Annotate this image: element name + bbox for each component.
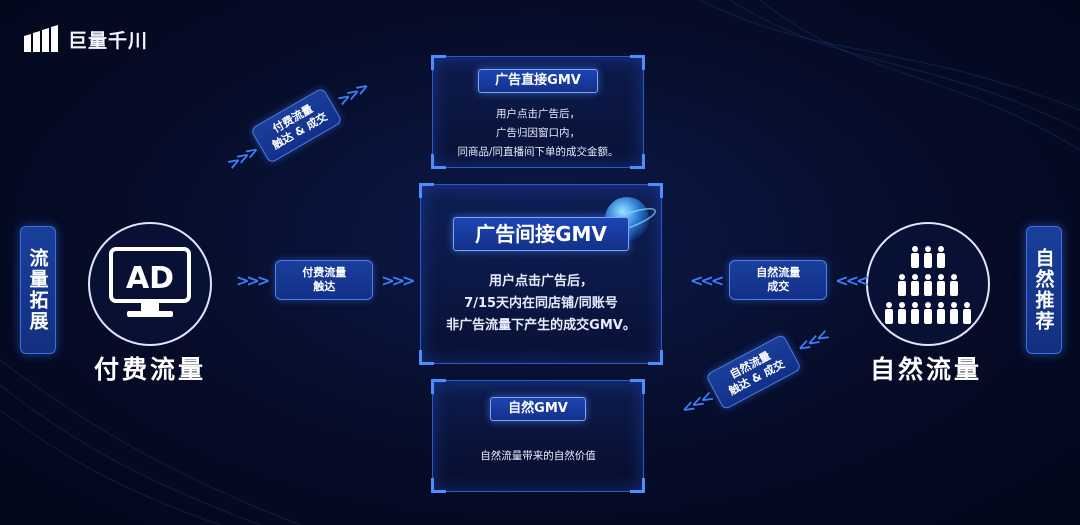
person-figure [937,302,945,324]
left-vertical-label: 流量拓展 [20,226,56,354]
direct-gmv-title: 广告直接GMV [478,69,598,93]
chevron-left-icon: <<< [835,270,869,290]
natural-gmv-title: 自然GMV [490,397,586,421]
logo-text: 巨量千川 [68,29,149,52]
paid-traffic-node: AD [88,222,212,346]
indirect-gmv-description: 用户点击广告后， 7/15天内在同店铺/同账号 非广告流量下产生的成交GMV。 [421,271,661,337]
natural-gmv-description: 自然流量带来的自然价值 [433,447,643,465]
description-line: 自然流量带来的自然价值 [480,450,596,462]
pill-line-1: 付费流量 [302,266,347,279]
natural-middle-connector: <<< 自然流量 成交 <<< [690,260,869,300]
right-vertical-label: 自然推荐 [1026,226,1062,354]
ad-monitor-icon: AD [109,247,191,317]
person-figure [898,274,906,296]
natural-traffic-node [866,222,990,346]
person-figure [924,246,932,268]
natural-gmv-panel: 自然GMV 自然流量带来的自然价值 [431,379,645,493]
chevron-left-icon: <<< [690,270,724,290]
logo-mark-icon [24,25,58,52]
person-figure [963,302,971,324]
person-figure [937,274,945,296]
indirect-gmv-title: 广告间接GMV [453,217,629,251]
chevron-right-icon: >>> [381,270,415,290]
person-figure [950,302,958,324]
description-line: 7/15天内在同店铺/同账号 [464,296,618,311]
paid-traffic-caption: 付费流量 [93,355,206,384]
person-figure [924,302,932,324]
ad-icon-text: AD [126,261,174,296]
pill-line-2: 触达 [313,280,336,293]
pill-line-2: 成交 [767,280,790,293]
connector-pill: 自然流量 成交 [729,260,828,300]
natural-lower-connector: <<< 自然流量 触达 & 成交 <<< [678,325,844,430]
person-figure [911,302,919,324]
direct-gmv-description: 用户点击广告后， 广告归因窗口内， 同商品/同直播间下单的成交金额。 [433,105,643,162]
person-figure [885,302,893,324]
connector-pill: 付费流量 触达 [275,260,374,300]
paid-middle-connector: >>> 付费流量 触达 >>> [236,260,415,300]
brand-logo: 巨量千川 [22,24,148,54]
person-figure [924,274,932,296]
indirect-gmv-panel: 广告间接GMV 用户点击广告后， 7/15天内在同店铺/同账号 非广告流量下产生… [419,183,663,365]
crowd-icon [885,246,971,324]
natural-traffic-caption: 自然流量 [869,355,982,384]
person-figure [911,274,919,296]
chevron-right-icon: >>> [236,270,270,290]
description-line: 用户点击广告后， [488,274,593,289]
pill-line-1: 自然流量 [756,266,801,279]
description-line: 非广告流量下产生的成交GMV。 [446,318,636,333]
person-figure [950,274,958,296]
chevron-right-icon: >>> [223,141,260,174]
person-figure [911,246,919,268]
description-line: 用户点击广告后， [496,108,580,120]
person-figure [898,302,906,324]
description-line: 同商品/同直播间下单的成交金额。 [457,146,619,158]
chevron-left-icon: <<< [677,386,715,419]
description-line: 广告归因窗口内， [496,127,580,139]
person-figure [937,246,945,268]
direct-gmv-panel: 广告直接GMV 用户点击广告后， 广告归因窗口内， 同商品/同直播间下单的成交金… [431,55,645,169]
paid-upper-connector: >>> 付费流量 触达 & 成交 >>> [223,78,386,185]
